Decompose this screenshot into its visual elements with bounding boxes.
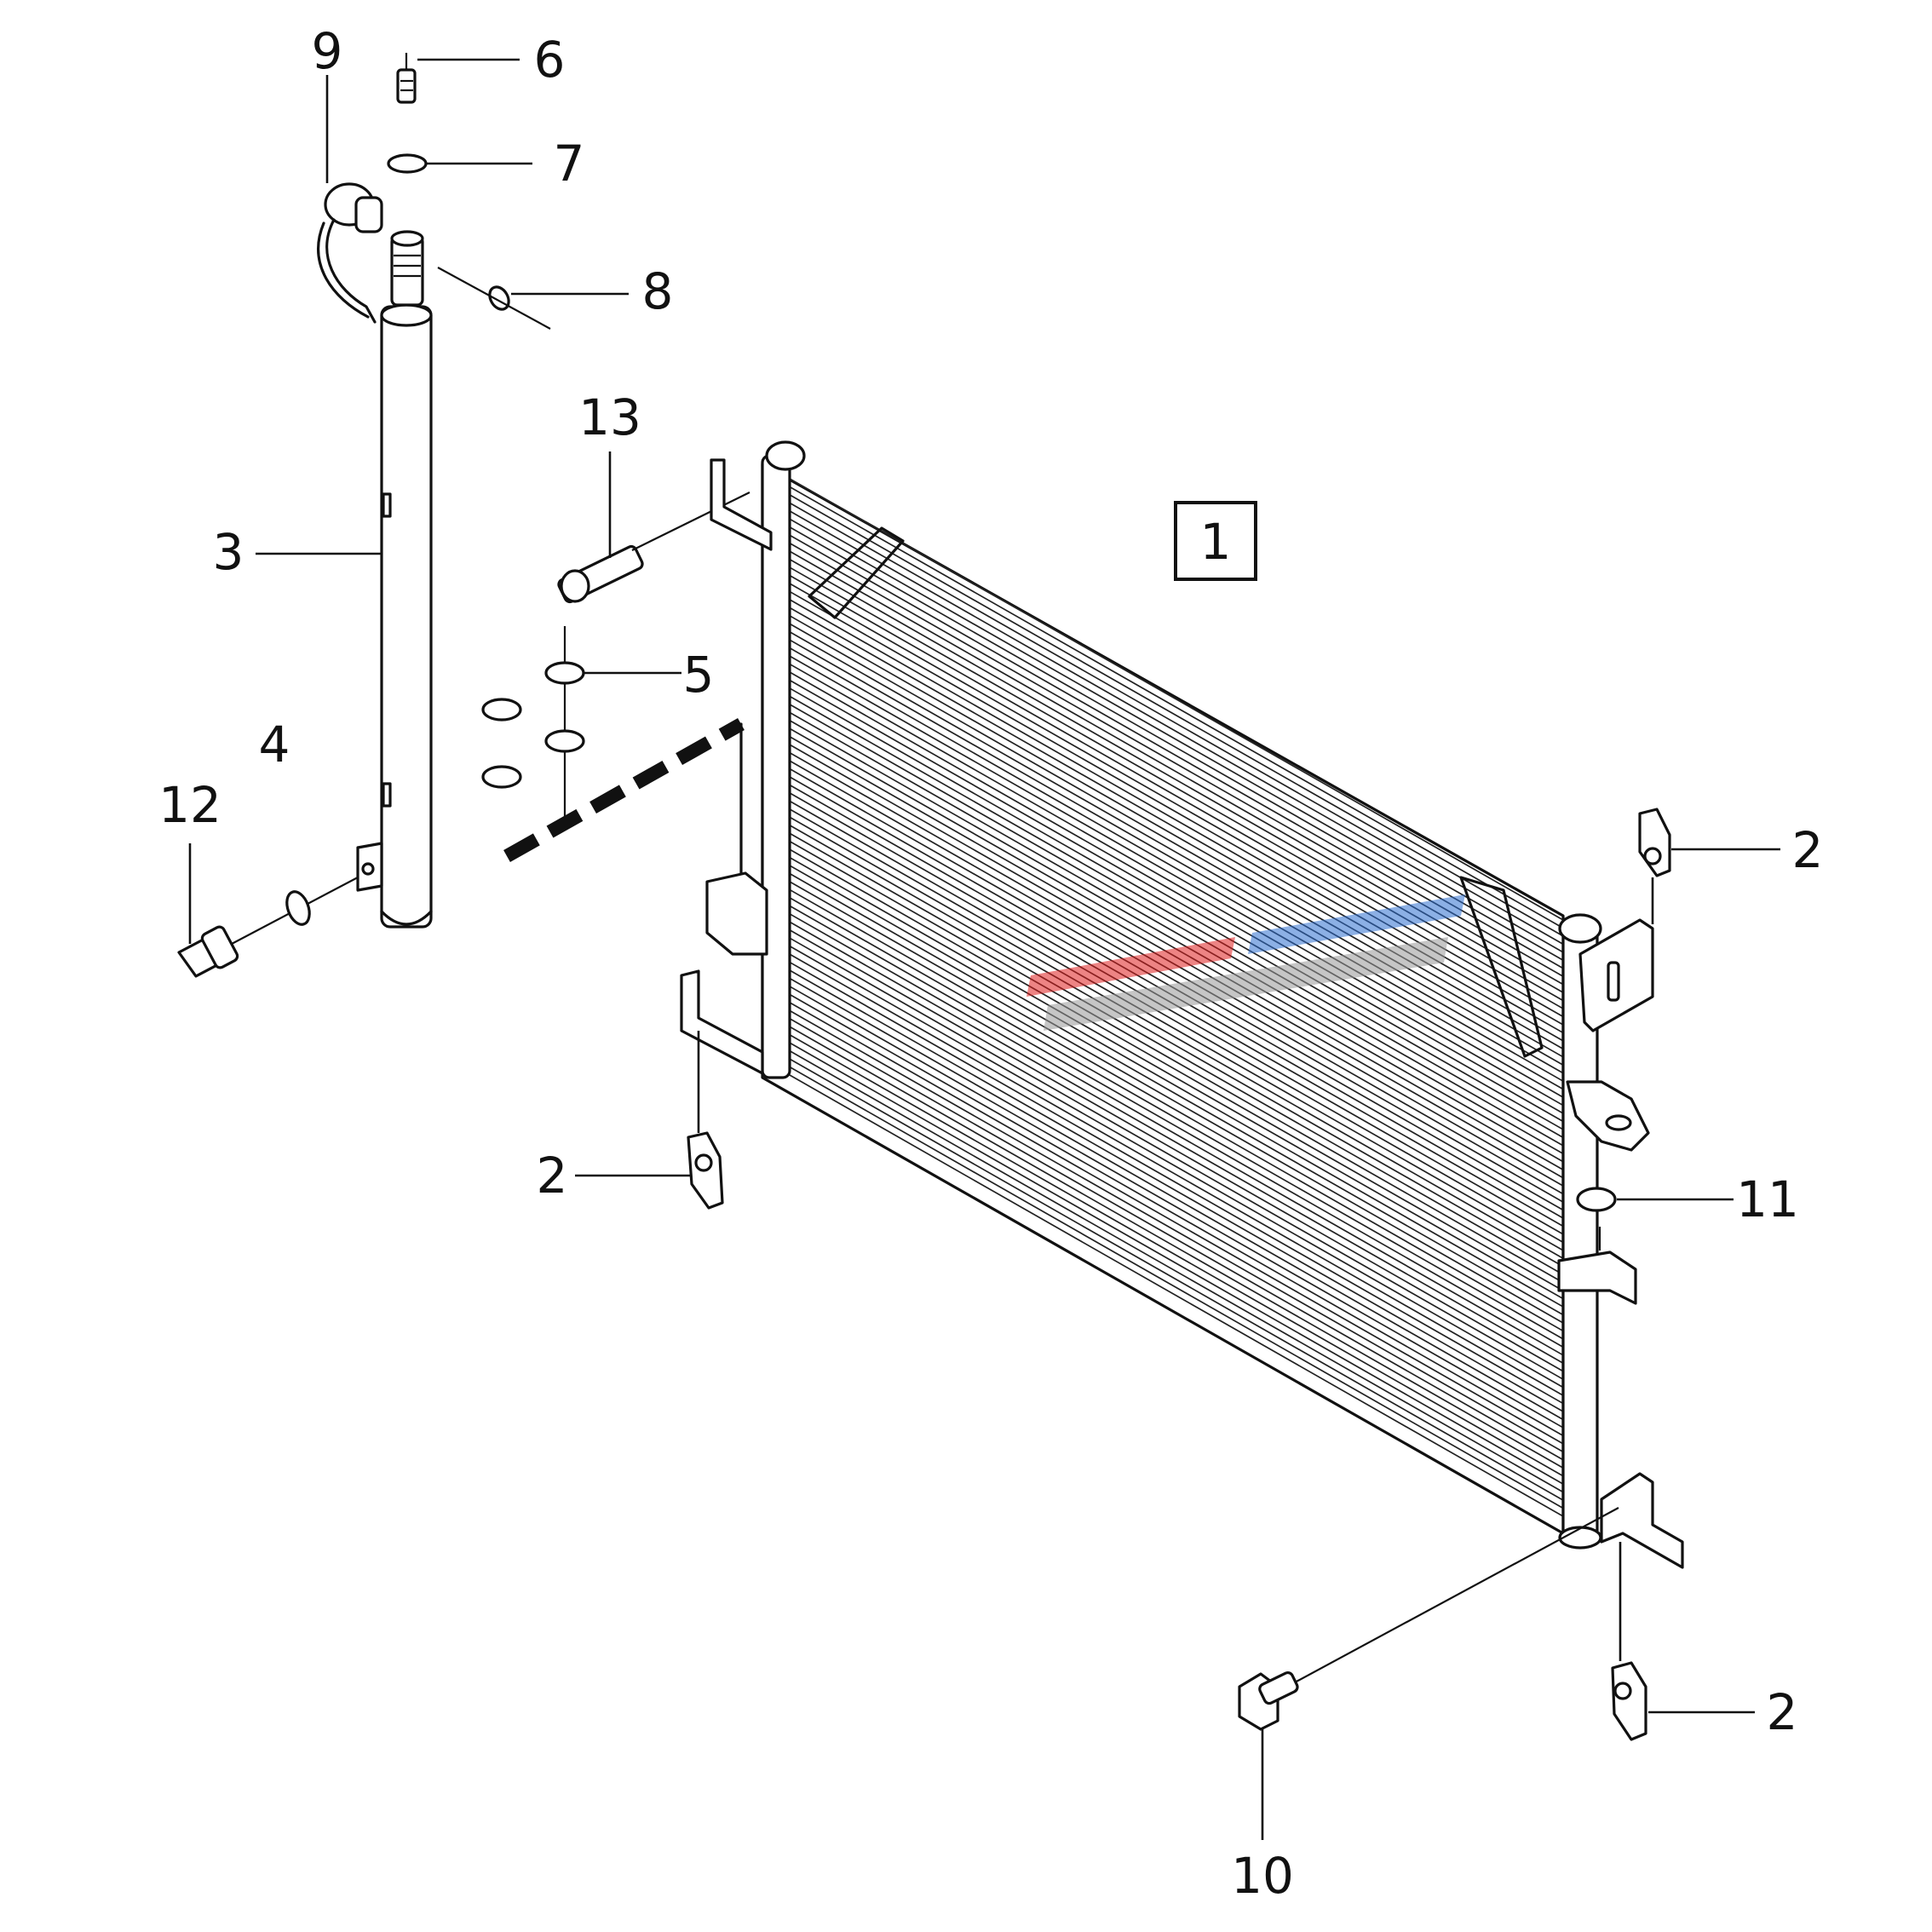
u-clip-lower-right <box>1611 1661 1647 1741</box>
fin-line <box>789 986 1564 1429</box>
fin-line <box>789 929 1564 1372</box>
fin-line <box>789 655 1564 1098</box>
assembly-ref-box <box>1174 501 1257 581</box>
fin-line <box>789 607 1564 1050</box>
fin-line <box>789 502 1564 946</box>
fin-line <box>789 969 1564 1412</box>
fin-line <box>789 518 1564 962</box>
fin-line <box>789 1066 1564 1509</box>
fin-line <box>789 566 1564 1009</box>
fin-line <box>789 913 1564 1356</box>
fin-line <box>789 478 1564 921</box>
refrigerant-pipe <box>481 626 745 879</box>
assembly-ref-label: 1 <box>1200 513 1232 571</box>
fin-line <box>789 800 1564 1244</box>
o-ring-11 <box>1576 1187 1617 1212</box>
fin-line <box>789 630 1564 1074</box>
fin-line <box>789 1049 1564 1493</box>
fin-line <box>789 679 1564 1123</box>
fin-line <box>789 945 1564 1389</box>
fin-line <box>789 663 1564 1107</box>
fin-line <box>789 840 1564 1284</box>
fin-line <box>789 1018 1564 1461</box>
fin-line <box>789 486 1564 929</box>
valve-core <box>396 53 417 104</box>
fin-line <box>789 1033 1564 1477</box>
fin-line <box>789 760 1564 1203</box>
fin-line <box>789 953 1564 1396</box>
u-clip-upper-right <box>1638 808 1671 877</box>
fin-line <box>789 825 1564 1268</box>
o-ring-8 <box>488 285 510 311</box>
pressure-switch <box>177 877 359 978</box>
fin-line <box>789 856 1564 1300</box>
fin-line <box>789 897 1564 1340</box>
fin-line <box>789 921 1564 1365</box>
watermark-logo <box>1026 894 1465 1031</box>
callout-11: 11 <box>1736 1170 1799 1228</box>
fin-line <box>789 1058 1564 1501</box>
callout-2-upper-right: 2 <box>1792 821 1824 879</box>
fin-line <box>789 751 1564 1195</box>
fin-line <box>789 872 1564 1316</box>
fin-line <box>789 808 1564 1251</box>
fin-line <box>789 494 1564 937</box>
fin-line <box>789 832 1564 1275</box>
fin-line <box>789 704 1564 1147</box>
receiver-drier <box>317 182 433 929</box>
fin-line <box>789 623 1564 1067</box>
fin-line <box>789 792 1564 1235</box>
bracket-bolt <box>1238 1507 1619 1731</box>
fin-line <box>789 888 1564 1332</box>
fin-line <box>789 1074 1564 1517</box>
callout-3: 3 <box>213 523 244 581</box>
fin-line <box>789 711 1564 1155</box>
bolt <box>557 492 750 604</box>
fin-line <box>789 695 1564 1139</box>
fin-line <box>789 865 1564 1308</box>
fin-line <box>789 961 1564 1405</box>
callout-13: 13 <box>578 388 641 446</box>
callout-2-lower-right: 2 <box>1767 1683 1798 1741</box>
fin-line <box>789 558 1564 1002</box>
fin-line <box>789 816 1564 1260</box>
fin-line <box>789 720 1564 1163</box>
fin-line <box>789 993 1564 1437</box>
o-ring-7 <box>387 153 428 174</box>
fin-line <box>789 937 1564 1380</box>
callout-2-left: 2 <box>537 1147 568 1205</box>
fin-line <box>789 1042 1564 1485</box>
fin-line <box>789 1026 1564 1469</box>
callout-6: 6 <box>534 31 566 89</box>
fin-line <box>789 510 1564 953</box>
fin-line <box>789 977 1564 1421</box>
fin-line <box>789 615 1564 1058</box>
fin-line <box>789 905 1564 1348</box>
leader-lines <box>188 58 1780 1840</box>
fin-line <box>789 526 1564 969</box>
callout-7: 7 <box>554 135 585 193</box>
fin-line <box>789 1002 1564 1445</box>
u-clip-left <box>687 1131 724 1210</box>
callout-9: 9 <box>312 22 343 80</box>
callout-12: 12 <box>158 776 221 834</box>
fin-line <box>789 671 1564 1114</box>
fin-line <box>789 647 1564 1090</box>
fin-line <box>789 1009 1564 1453</box>
fin-line <box>789 599 1564 1042</box>
fin-line <box>789 639 1564 1082</box>
fin-line <box>789 687 1564 1130</box>
fin-line <box>789 881 1564 1324</box>
callout-5: 5 <box>683 646 715 704</box>
callout-8: 8 <box>642 262 674 320</box>
callout-4: 4 <box>259 716 290 773</box>
callout-10: 10 <box>1231 1847 1294 1905</box>
fin-line <box>789 848 1564 1291</box>
